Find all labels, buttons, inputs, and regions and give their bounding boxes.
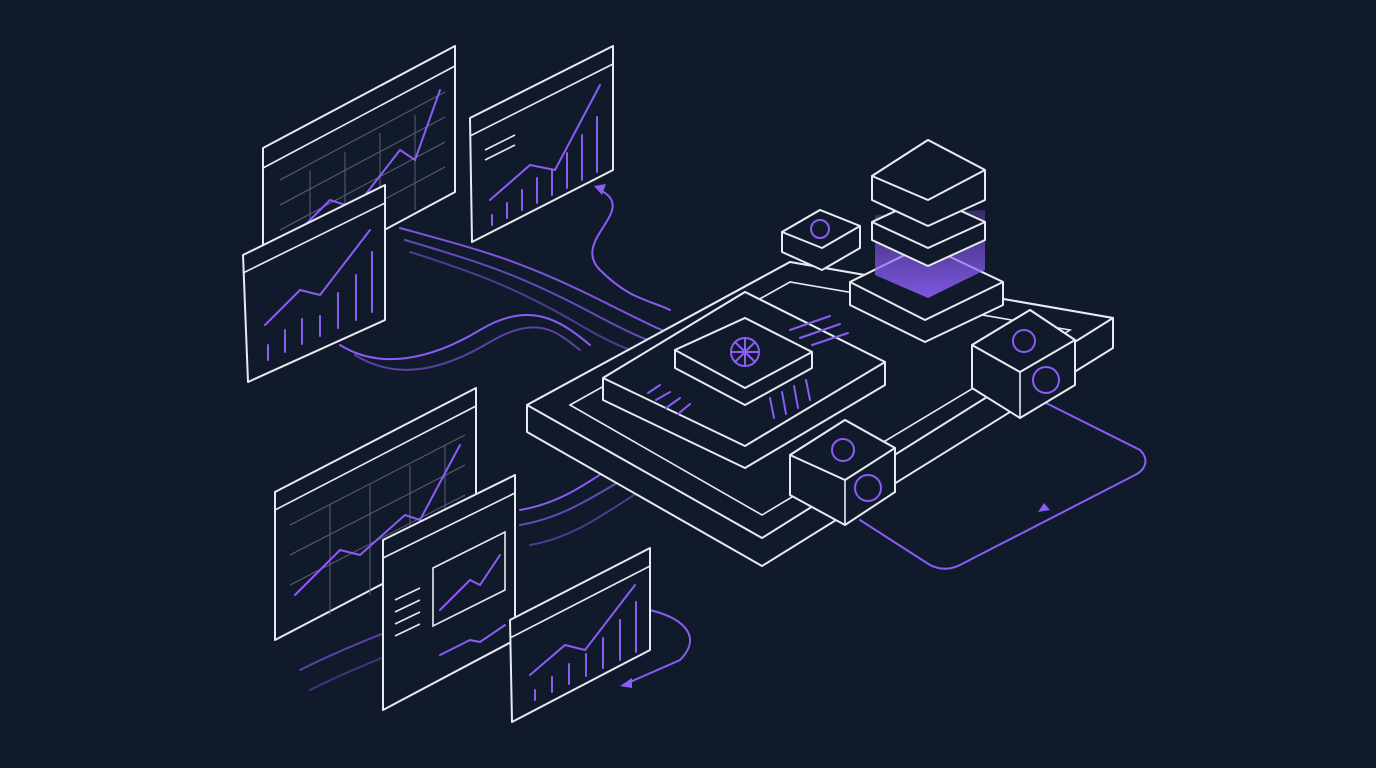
chart-panel-icon <box>242 184 386 383</box>
network-node-icon <box>789 419 896 526</box>
network-node-icon <box>781 209 861 271</box>
processor-chip-icon <box>602 291 886 469</box>
network-node-icon <box>971 309 1076 419</box>
chart-panel-icon <box>469 45 614 243</box>
chart-panel-icon <box>509 547 651 723</box>
server-stack-icon <box>849 139 1004 343</box>
